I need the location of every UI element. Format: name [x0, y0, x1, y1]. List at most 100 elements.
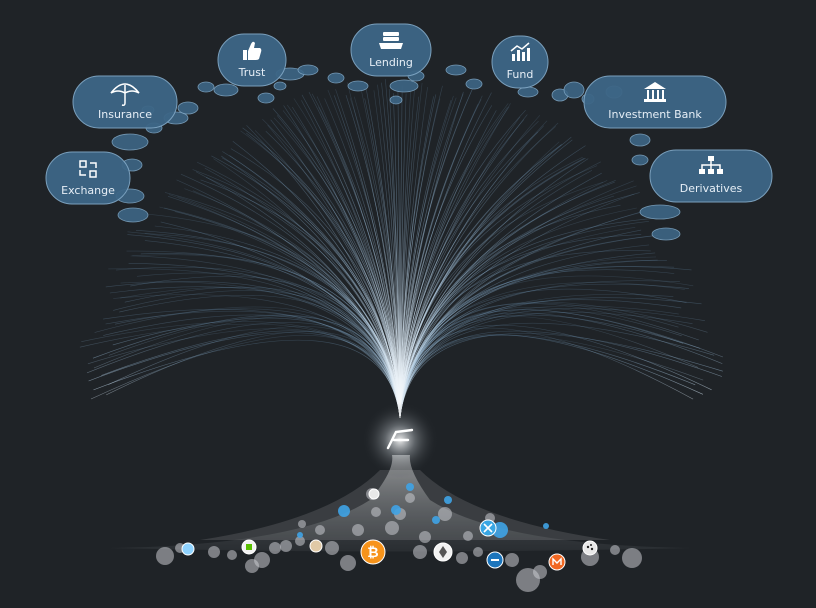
- connection-line: [108, 326, 401, 419]
- particle: [533, 565, 547, 579]
- particle: [227, 550, 237, 560]
- bitcoin-icon: ₿: [360, 539, 386, 565]
- connection-line: [399, 275, 694, 419]
- bubble: [629, 133, 651, 147]
- connection-line: [276, 115, 401, 419]
- exchange-icon: [79, 160, 97, 178]
- particle-blue: [391, 505, 401, 515]
- node-trust[interactable]: [217, 33, 287, 87]
- connection-line: [399, 299, 682, 419]
- connection-line: [160, 221, 401, 419]
- particle-blue: [406, 483, 414, 491]
- particle: [456, 552, 468, 564]
- particle: [463, 531, 473, 541]
- connection-line: [92, 314, 401, 419]
- connection-line: [399, 327, 694, 419]
- connection-line: [399, 259, 658, 419]
- ripple-icon: [479, 519, 497, 537]
- node-insurance-label: Insurance: [98, 108, 152, 121]
- node-exchange-shape: [45, 151, 131, 205]
- base-cone: [110, 455, 690, 552]
- connection-line: [283, 105, 401, 419]
- connection-line: [301, 100, 401, 419]
- bubble: [297, 64, 319, 76]
- dash-icon: [486, 551, 504, 569]
- node-insurance[interactable]: [72, 75, 178, 129]
- particle: [280, 540, 292, 552]
- bubble: [111, 133, 149, 151]
- bubble: [389, 95, 403, 105]
- connection-line: [81, 321, 401, 419]
- connection-line: [399, 334, 696, 419]
- connection-line: [399, 87, 474, 419]
- particle: [371, 507, 381, 517]
- particle-blue: [338, 505, 350, 517]
- connection-line: [399, 303, 699, 419]
- particle-blue: [432, 516, 440, 524]
- category-nodes: [45, 23, 773, 205]
- connection-line: [103, 309, 401, 419]
- node-fund-shape: [491, 35, 549, 89]
- particle-blue: [297, 532, 303, 538]
- bubble: [347, 80, 369, 92]
- connection-line: [140, 253, 401, 419]
- svg-text:₿: ₿: [367, 545, 378, 561]
- node-lending[interactable]: [350, 23, 432, 77]
- connection-line: [213, 158, 401, 419]
- connection-line: [399, 181, 604, 419]
- bubble: [177, 101, 199, 115]
- coin-layer: ₿: [156, 483, 642, 592]
- iota-icon: [582, 540, 598, 556]
- node-derivatives-label: Derivatives: [679, 182, 743, 195]
- particle: [413, 545, 427, 559]
- connection-line: [335, 89, 401, 419]
- monero-icon: [548, 553, 566, 571]
- connection-line: [126, 250, 401, 419]
- bank-icon: [644, 82, 666, 102]
- connection-line: [246, 125, 401, 419]
- particle: [610, 545, 620, 555]
- node-fund[interactable]: [491, 35, 549, 89]
- connection-line: [180, 173, 401, 419]
- coin-dot: [309, 539, 323, 553]
- node-exchange[interactable]: [45, 151, 131, 205]
- particle-blue: [543, 523, 549, 529]
- connection-line: [195, 171, 401, 419]
- connection-line: [128, 263, 401, 419]
- bubble: [651, 227, 681, 241]
- bubble: [445, 64, 467, 76]
- connection-line: [87, 328, 401, 419]
- lending-icon: [379, 32, 403, 49]
- bubble: [273, 81, 287, 91]
- node-trust-label: Trust: [238, 66, 266, 79]
- coin-dot: [181, 542, 195, 556]
- bubble: [213, 83, 239, 97]
- particle: [438, 507, 452, 521]
- connection-line: [108, 268, 401, 419]
- connection-line: [399, 227, 636, 419]
- bubble: [389, 79, 419, 93]
- ethereum-icon: [433, 542, 453, 562]
- connection-line: [399, 312, 723, 419]
- connection-line: [346, 82, 401, 419]
- particle: [352, 524, 364, 536]
- connection-line: [399, 250, 651, 419]
- connection-line: [399, 315, 699, 419]
- connection-line: [270, 119, 401, 419]
- connection-line: [399, 136, 572, 419]
- particle: [295, 536, 305, 546]
- node-investment-bank[interactable]: [583, 75, 727, 129]
- node-derivatives[interactable]: [649, 149, 773, 203]
- thumbs-up-icon: [243, 41, 262, 60]
- particle: [208, 546, 220, 558]
- hierarchy-icon: [699, 156, 723, 174]
- bubble: [197, 81, 215, 93]
- connection-line: [399, 307, 682, 419]
- particle: [405, 493, 415, 503]
- bubble: [631, 154, 649, 166]
- bubble: [465, 78, 483, 90]
- connection-line: [399, 325, 712, 419]
- node-exchange-label: Exchange: [61, 184, 115, 197]
- particle: [298, 520, 306, 528]
